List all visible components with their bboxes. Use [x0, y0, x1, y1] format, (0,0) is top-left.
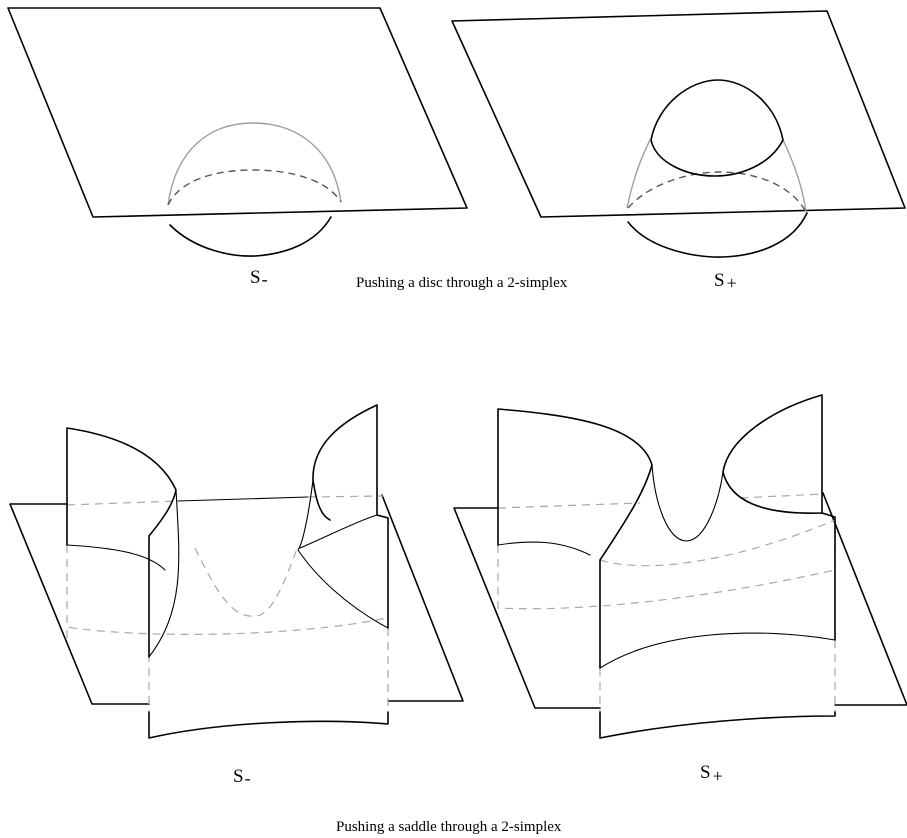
label-s-minus: S- — [250, 267, 268, 289]
caption-disc: Pushing a disc through a 2-simplex — [356, 275, 568, 291]
saddle-boundary-hidden — [66, 545, 388, 635]
simplex-plane-far-edge-hidden — [497, 493, 824, 509]
saddle-boundary-below — [599, 711, 836, 739]
saddle-boundary-hidden — [497, 520, 836, 610]
disc-boundary-below — [169, 216, 332, 257]
saddle-right-wing — [722, 394, 836, 641]
saddle-left-side-curve — [497, 541, 591, 556]
label-subscript: - — [262, 269, 268, 289]
label-subscript: - — [245, 768, 251, 788]
saddle-inner-fold-right — [297, 479, 389, 629]
disc-plus-panel — [451, 10, 906, 258]
label-s-minus: S- — [233, 766, 251, 788]
saddle-left-side-curve — [66, 544, 166, 571]
label-s-plus: S+ — [700, 762, 723, 786]
disc-side-behind-right — [782, 139, 807, 213]
simplex-plane-far-edge-hidden — [66, 495, 384, 506]
disc-side-behind-left — [626, 139, 651, 209]
saddle-inner-fold-left — [148, 489, 180, 658]
saddle-boundary-below — [148, 711, 389, 739]
disc-top-cap — [650, 79, 784, 177]
saddle-inner-cup — [651, 464, 724, 542]
disc-boundary-hidden — [167, 169, 342, 206]
saddle-lower-boundary — [599, 632, 836, 669]
saddle-plus-panel — [453, 394, 907, 739]
simplex-plane-left-edge — [9, 503, 150, 705]
saddle-left-wing — [497, 408, 653, 669]
label-subscript: + — [713, 766, 723, 786]
disc-minus-panel — [7, 7, 468, 257]
caption-saddle: Pushing a saddle through a 2-simplex — [336, 819, 562, 835]
saddle-middle-curve-hidden — [599, 519, 836, 567]
saddle-edge-hidden — [66, 628, 389, 712]
label-symbol: S — [714, 270, 725, 291]
disc-boundary-hidden — [627, 171, 807, 213]
saddle-left-wing — [66, 427, 177, 658]
disc-dome-behind — [167, 122, 342, 206]
disc-boundary-below — [627, 212, 808, 258]
saddle-minus-panel — [9, 404, 464, 739]
label-subscript: + — [727, 273, 737, 293]
simplex-plane — [451, 10, 906, 218]
simplex-plane — [7, 7, 468, 218]
saddle-bottom-hidden — [194, 545, 299, 617]
saddle-right-wing — [312, 404, 389, 629]
saddle-right-side-curve — [299, 514, 378, 549]
simplex-plane-right-edge — [822, 492, 907, 706]
label-symbol: S — [700, 762, 711, 783]
simplex-plane-left-edge — [453, 507, 601, 709]
simplex-plane-right-edge — [381, 494, 464, 702]
label-symbol: S — [233, 766, 244, 787]
label-s-plus: S+ — [714, 270, 737, 293]
label-symbol: S — [250, 267, 261, 288]
simplex-plane-far-edge — [177, 496, 309, 502]
saddle-edge-hidden — [599, 640, 836, 712]
